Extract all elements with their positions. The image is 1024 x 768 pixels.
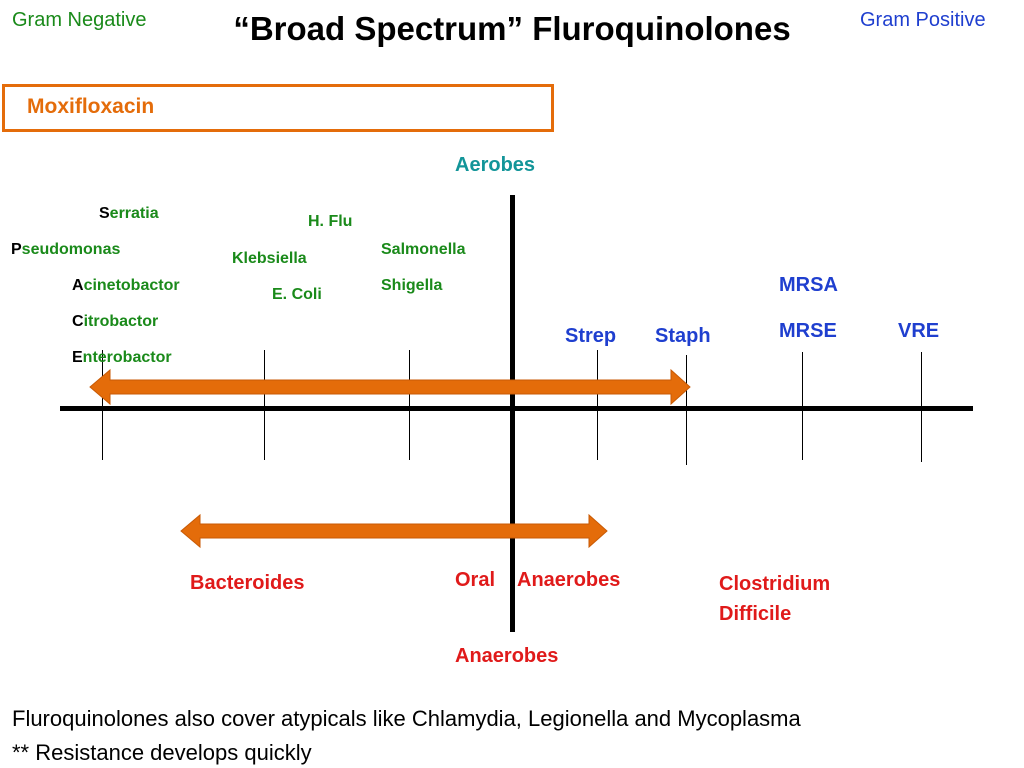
organism-h-flu: H. Flu	[308, 213, 353, 230]
initial-letter: A	[72, 277, 84, 294]
organism-name: seudomonas	[21, 241, 121, 258]
drug-name: Moxifloxacin	[27, 95, 155, 118]
organism-name: nterobactor	[82, 349, 172, 366]
organism-e-coli: E. Coli	[272, 286, 322, 303]
organism-serratia: Serratia	[99, 205, 159, 223]
initial-letter: E	[72, 349, 83, 366]
organism-klebsiella: Klebsiella	[232, 250, 307, 267]
axis-tick	[802, 352, 803, 460]
drug-box: Moxifloxacin	[2, 84, 554, 132]
organism-clostridium: Clostridium	[719, 573, 831, 595]
page-title: “Broad Spectrum” Fluroquinolones	[233, 10, 791, 47]
organism-salmonella: Salmonella	[381, 241, 466, 258]
gram-negative-label: Gram Negative	[12, 9, 147, 31]
organism-mrsa: MRSA	[779, 274, 838, 296]
initial-letter: P	[11, 241, 22, 258]
axis-tick	[597, 350, 598, 460]
vertical-axis	[510, 195, 515, 632]
organism-name: itrobactor	[83, 313, 159, 330]
organism-acinetobactor: Acinetobactor	[72, 277, 180, 295]
axis-tick	[686, 355, 687, 465]
anaerobes-axis-label: Anaerobes	[455, 645, 559, 667]
organism-oral: Oral	[455, 569, 496, 591]
organism-vre: VRE	[898, 320, 940, 342]
organism-shigella: Shigella	[381, 277, 443, 294]
footer-note-atypicals: Fluroquinolones also cover atypicals lik…	[12, 706, 801, 731]
organism-oral-anaerobes: Anaerobes	[517, 569, 621, 591]
horizontal-axis	[60, 406, 973, 411]
aerobes-axis-label: Aerobes	[455, 154, 536, 176]
anaerobe-coverage-arrow	[180, 513, 608, 549]
axis-tick	[264, 350, 265, 460]
aerobe-coverage-arrow	[89, 368, 691, 406]
organism-name: erratia	[109, 205, 159, 222]
organism-name: cinetobactor	[83, 277, 180, 294]
organism-mrse: MRSE	[779, 320, 837, 342]
organism-citrobactor: Citrobactor	[72, 313, 158, 331]
gram-positive-label: Gram Positive	[860, 9, 986, 31]
organism-staph: Staph	[655, 325, 711, 347]
organism-difficile: Difficile	[719, 603, 792, 625]
organism-strep: Strep	[565, 325, 617, 347]
organism-bacteroides: Bacteroides	[190, 572, 305, 594]
initial-letter: C	[72, 313, 84, 330]
organism-pseudomonas: Pseudomonas	[11, 241, 120, 259]
axis-tick	[921, 352, 922, 462]
axis-tick	[409, 350, 410, 460]
footer-note-resistance: ** Resistance develops quickly	[12, 740, 312, 765]
axis-tick	[102, 350, 103, 460]
initial-letter: S	[99, 205, 110, 222]
organism-enterobactor: Enterobactor	[72, 349, 172, 367]
